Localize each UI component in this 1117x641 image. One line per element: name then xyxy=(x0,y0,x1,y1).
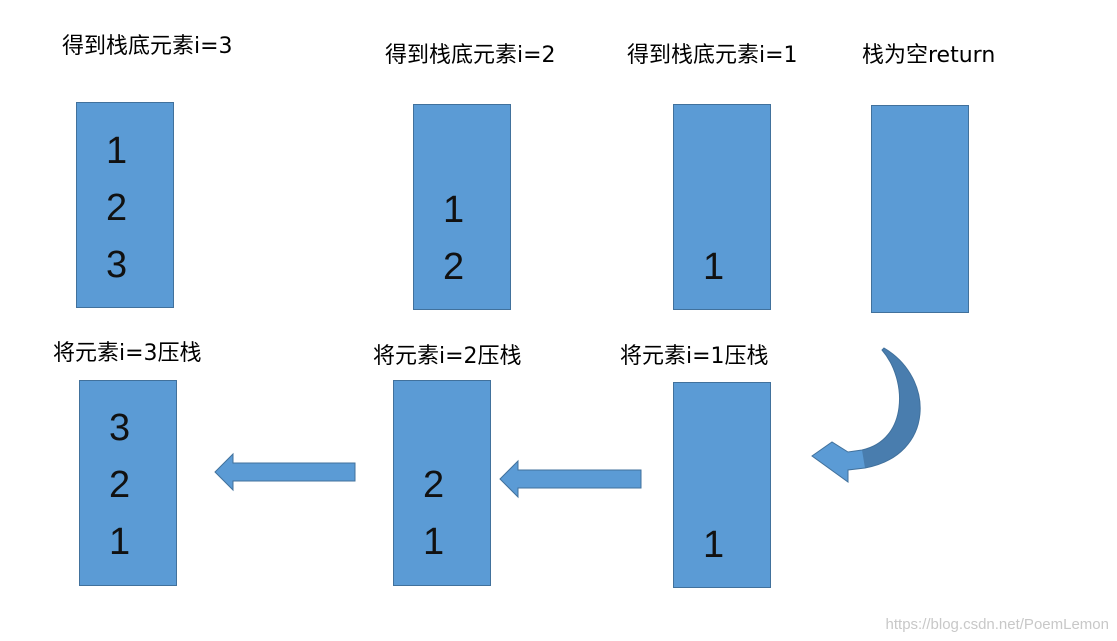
label-push-i3: 将元素i=3压栈 xyxy=(53,341,202,366)
stack-item: 2 xyxy=(443,246,465,288)
stack-item: 1 xyxy=(109,521,131,563)
watermark: https://blog.csdn.net/PoemLemon xyxy=(885,616,1109,633)
stack-item: 1 xyxy=(423,521,445,563)
stack-push-i3: 3 2 1 xyxy=(79,380,177,586)
stack-item: 1 xyxy=(443,189,465,231)
label-push-i1: 将元素i=1压栈 xyxy=(620,344,769,369)
stack-item: 2 xyxy=(106,187,128,229)
label-get-bottom-i3: 得到栈底元素i=3 xyxy=(62,34,233,59)
curved-arrow-shade xyxy=(862,348,921,468)
stack-item: 3 xyxy=(109,407,131,449)
stack-item: 1 xyxy=(703,524,725,566)
left-arrow-icon xyxy=(499,459,642,499)
left-arrow-icon xyxy=(214,452,356,492)
label-push-i2: 将元素i=2压栈 xyxy=(373,344,522,369)
stack-push-i1: 1 xyxy=(673,382,771,588)
stack-item: 2 xyxy=(109,464,131,506)
stack-item: 1 xyxy=(106,130,128,172)
label-get-bottom-i1: 得到栈底元素i=1 xyxy=(627,43,798,68)
label-stack-empty-return: 栈为空return xyxy=(862,43,996,68)
stack-get-bottom-i3: 1 2 3 xyxy=(76,102,174,308)
stack-push-i2: 2 1 xyxy=(393,380,491,586)
stack-empty xyxy=(871,105,969,313)
stack-item: 3 xyxy=(106,244,128,286)
stack-item: 1 xyxy=(703,246,725,288)
stack-get-bottom-i1: 1 xyxy=(673,104,771,310)
stack-item: 2 xyxy=(423,464,445,506)
label-get-bottom-i2: 得到栈底元素i=2 xyxy=(385,43,556,68)
stack-get-bottom-i2: 1 2 xyxy=(413,104,511,310)
